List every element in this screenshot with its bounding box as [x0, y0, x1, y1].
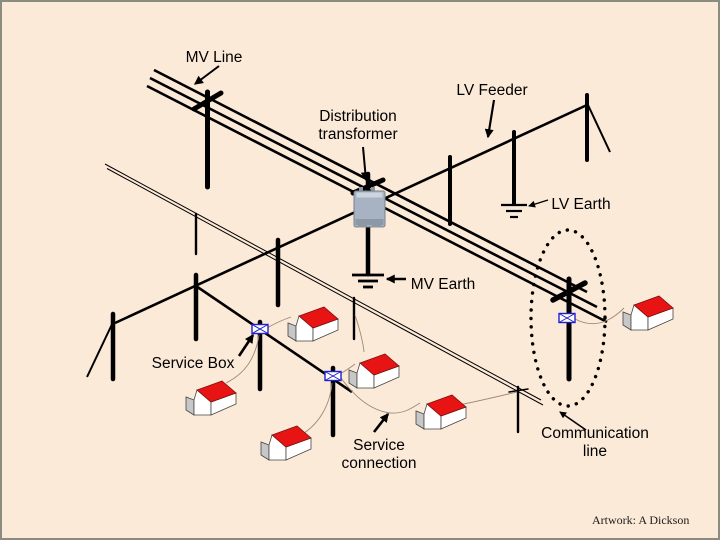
comm-pole-3-tick [508, 388, 529, 393]
service-connection-arrow [372, 413, 390, 433]
drop-box3-house6 [574, 307, 625, 325]
mv-earth-label: MV Earth [411, 276, 476, 293]
house-5 [415, 394, 467, 430]
house-5-roof [426, 394, 467, 417]
house-2-roof [196, 380, 237, 403]
drop-box1-house2 [225, 334, 260, 384]
communication-line-label-line-2: line [583, 443, 607, 460]
house-6 [622, 295, 674, 331]
lv-earth-arrow [528, 199, 549, 208]
service-box-3 [558, 312, 576, 324]
service-box-arrow [237, 333, 255, 357]
lv-feeder-label: LV Feeder [456, 82, 527, 99]
house-3 [260, 425, 312, 461]
service-connection-label-line-2: connection [342, 455, 417, 472]
mv-line-arrow [193, 65, 220, 85]
distribution-transformer-label-line-2: transformer [318, 126, 397, 143]
lv-feeder-arrow [484, 99, 496, 139]
right-pole-stay [587, 104, 611, 153]
lv-earth-label: LV Earth [551, 196, 610, 213]
house-1 [287, 306, 339, 342]
left-pole-stay [86, 319, 115, 378]
drop-house5-commpole [458, 391, 518, 406]
communication-line-ellipse [529, 228, 607, 408]
drop-box1-house1 [266, 316, 292, 329]
mv-line-1 [153, 68, 588, 294]
lv-feeder-line [114, 103, 588, 325]
house-4 [348, 353, 400, 389]
distribution-transformer-arrow [360, 146, 370, 182]
communication-line-2 [106, 168, 544, 406]
artwork-credit: Artwork: A Dickson [592, 513, 689, 527]
distribution-transformer-label-line-1: Distribution [319, 108, 397, 125]
house-4-roof [359, 353, 400, 376]
communication-line-1 [104, 163, 542, 401]
house-2 [185, 380, 237, 416]
circled-pole-crossarm [550, 280, 588, 303]
mv-line-label: MV Line [186, 49, 243, 66]
communication-line-arrow [559, 411, 587, 431]
house-6-roof [633, 295, 674, 318]
service-connection-label-line-1: Service [353, 437, 405, 454]
communication-line-label-line-1: Communication [541, 425, 649, 442]
service-box-1 [251, 323, 269, 335]
service-box-label: Service Box [152, 355, 235, 372]
distribution-transformer [353, 187, 386, 228]
service-box-2 [324, 370, 342, 382]
house-1-roof [298, 306, 339, 329]
house-3-roof [271, 425, 312, 448]
drop-commpole2-house4 [354, 314, 365, 353]
mv-pole-crossarm [191, 90, 224, 112]
drop-box2-house5 [340, 377, 421, 414]
